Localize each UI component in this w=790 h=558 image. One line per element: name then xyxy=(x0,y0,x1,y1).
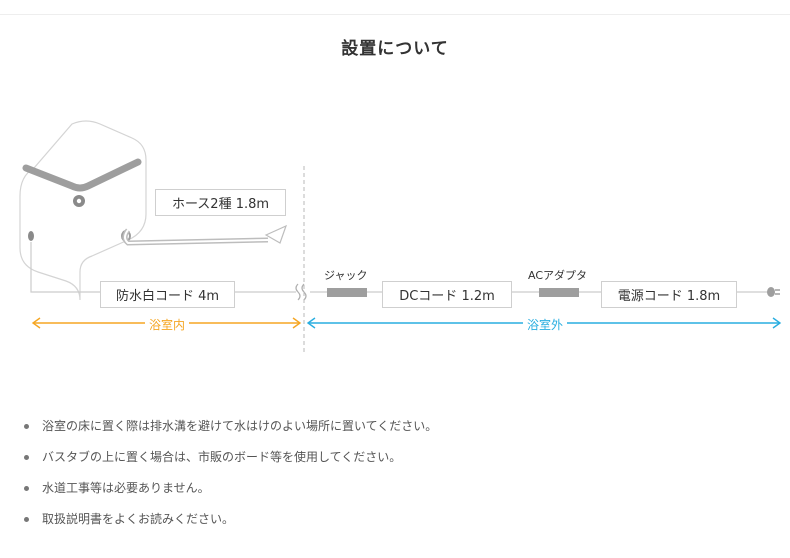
ac-adapter-icon xyxy=(539,288,579,297)
indoor-zone-label: 浴室内 xyxy=(144,316,190,333)
device-icon xyxy=(19,120,147,301)
list-item: 水道工事等は必要ありません。 xyxy=(18,478,437,509)
plug-icon xyxy=(767,287,780,297)
installation-diagram xyxy=(19,120,782,352)
page-title: 設置について xyxy=(341,39,449,59)
list-item: 取扱説明書をよくお読みください。 xyxy=(18,509,437,540)
outdoor-zone-label: 浴室外 xyxy=(522,316,568,333)
waterproof-cord-label: 防水白コード 4m xyxy=(100,281,235,308)
top-divider xyxy=(0,14,790,15)
notes-list: 浴室の床に置く際は排水溝を避けて水はけのよい場所に置いてください。 バスタブの上… xyxy=(18,416,437,540)
list-item: 浴室の床に置く際は排水溝を避けて水はけのよい場所に置いてください。 xyxy=(18,416,437,447)
jack-icon xyxy=(327,288,367,297)
hose-label: ホース2種 1.8m xyxy=(155,189,286,216)
list-item: バスタブの上に置く場合は、市販のボード等を使用してください。 xyxy=(18,447,437,478)
power-cord-label: 電源コード 1.8m xyxy=(601,281,737,308)
hose-icon xyxy=(122,224,288,246)
jack-label: ジャック xyxy=(324,269,368,282)
dc-cord-label: DCコード 1.2m xyxy=(382,281,512,308)
ac-adapter-label: ACアダプタ xyxy=(528,269,588,282)
